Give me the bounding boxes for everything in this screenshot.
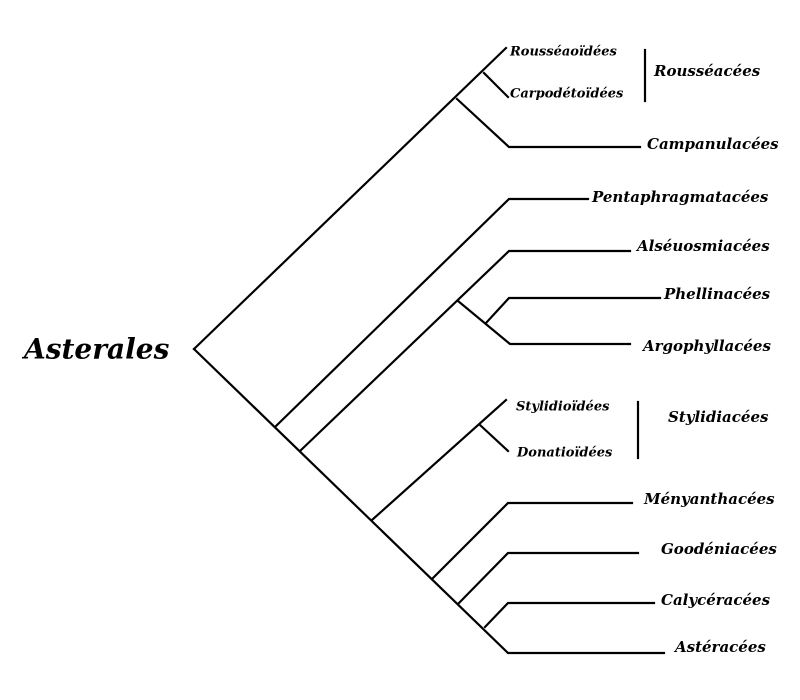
label-rousseacees: Rousséacées bbox=[653, 62, 761, 80]
label-asteracees: Astéracées bbox=[673, 638, 766, 656]
branch-phellinacees bbox=[484, 296, 662, 325]
branch-menyanthacees bbox=[431, 501, 634, 580]
label-stylidiacees: Stylidiacées bbox=[668, 408, 769, 426]
label-rousseaoidees: Rousséaoïdées bbox=[509, 45, 617, 60]
branch-goodeniacees bbox=[457, 551, 640, 605]
label-phellinacees: Phellinacées bbox=[663, 285, 771, 303]
branch-pentaphragmatacees bbox=[273, 197, 590, 429]
root-label: Asterales bbox=[21, 333, 170, 366]
branch-donatioidees bbox=[478, 423, 510, 453]
branch-alseuosmiacees bbox=[298, 249, 632, 453]
label-pentaphragmatacees: Pentaphragmatacées bbox=[591, 188, 769, 206]
branch-argophyllacees bbox=[456, 299, 632, 346]
branch-campanulacees bbox=[455, 97, 642, 149]
branch-calyceracees bbox=[483, 601, 656, 629]
branch-stylidioidees bbox=[370, 398, 508, 522]
label-alseuosmiacees: Alséuosmiacées bbox=[635, 237, 770, 255]
label-stylidioidees: Stylidioïdées bbox=[516, 400, 610, 415]
label-carpodetoidees: Carpodétoïdées bbox=[510, 87, 624, 102]
label-calyceracees: Calycéracées bbox=[661, 591, 771, 609]
label-menyanthacees: Ményanthacées bbox=[643, 490, 775, 508]
label-campanulacees: Campanulacées bbox=[647, 135, 779, 153]
label-goodeniacees: Goodéniacées bbox=[661, 540, 777, 558]
branch-carpodetoidees bbox=[482, 71, 510, 99]
label-donatioidees: Donatioïdées bbox=[516, 446, 613, 461]
label-argophyllacees: Argophyllacées bbox=[641, 337, 771, 355]
branch-upper-clade bbox=[192, 46, 508, 351]
branch-main-lower bbox=[192, 347, 666, 655]
branches bbox=[192, 46, 666, 655]
